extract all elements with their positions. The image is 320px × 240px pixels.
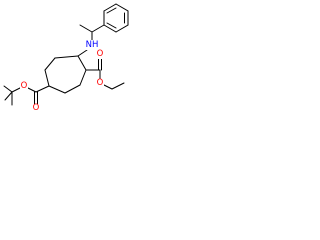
bond (4, 91, 13, 101)
ethyl-ester-oxygen-label: O (96, 78, 104, 88)
bond (48, 85, 66, 94)
double-bond (106, 7, 117, 14)
bond (103, 3, 117, 12)
bond (79, 24, 93, 33)
oxygen-atom: O (97, 78, 104, 88)
bond (44, 57, 56, 71)
phenyl-ring (103, 3, 129, 33)
double-bond (106, 22, 117, 29)
bond (35, 85, 50, 93)
phenethyl-chain (79, 24, 105, 41)
bond (115, 3, 129, 12)
oxygen-atom: O (33, 103, 40, 113)
oxygen-atom: O (97, 49, 104, 59)
boc-ester-oxygen-label: O (20, 81, 28, 91)
bond (79, 69, 87, 86)
ethyl-ester-group (85, 56, 125, 90)
boc-carbonyl-oxygen-label: O (32, 103, 40, 113)
bond (77, 55, 87, 71)
bond (115, 24, 129, 33)
oxygen-atom: O (21, 81, 28, 91)
bond (91, 24, 105, 33)
bond (77, 49, 88, 57)
bond (111, 82, 125, 90)
bond (44, 69, 50, 87)
bond (103, 24, 117, 33)
bond (3, 85, 13, 93)
bond (64, 84, 81, 94)
ethyl-carbonyl-oxygen-label: O (96, 49, 104, 59)
bond (54, 55, 79, 59)
molecule-structure: NH O O O O (3, 3, 129, 113)
cycloheptane-ring (44, 55, 87, 94)
amine-label: NH (85, 40, 99, 50)
nitrogen-atom: NH (86, 40, 99, 50)
